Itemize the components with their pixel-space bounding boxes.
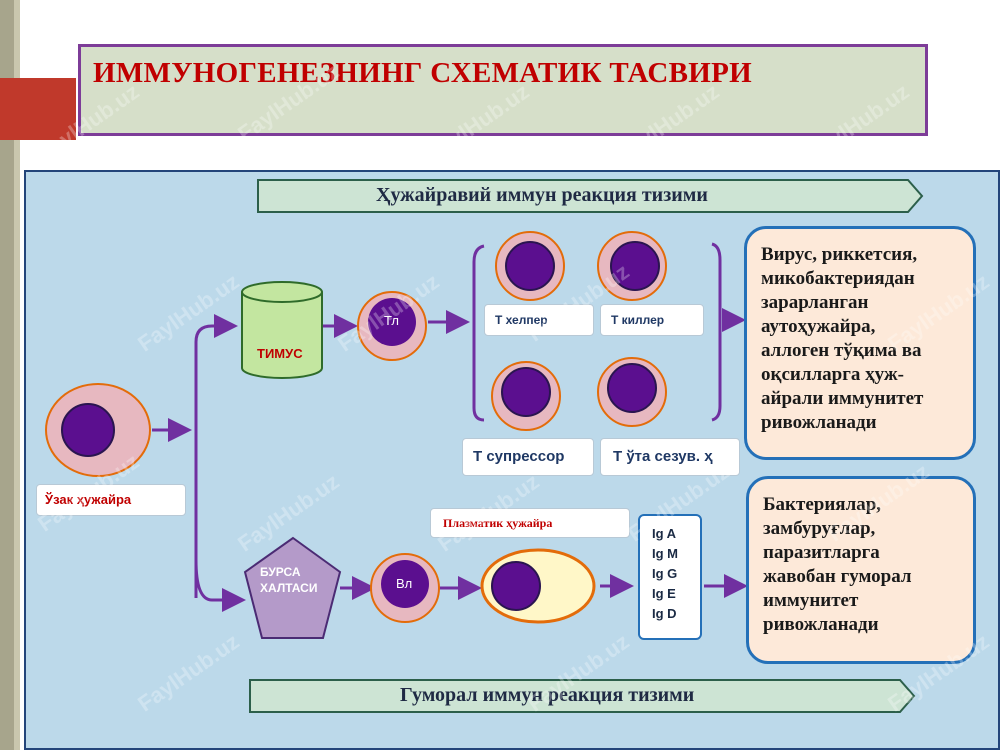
thymus-cylinder xyxy=(241,281,323,379)
info-line: паразитларга xyxy=(763,542,880,563)
title-box: ИММУНОГЕНЕЗНИНГ СХЕМАТИК ТАСВИРИ xyxy=(78,44,928,136)
bursa-label-line2: ХАЛТАСИ xyxy=(260,581,318,595)
ig-item: Ig A xyxy=(652,526,677,541)
t-group-right-bracket xyxy=(711,242,722,422)
bursa-pentagon xyxy=(243,536,342,639)
info-line: иммунитет xyxy=(763,590,859,611)
cellular-immunity-info: Вирус, риккетсия, микобактериядан зарарл… xyxy=(744,226,976,460)
t-helper-label: Т хелпер xyxy=(484,304,594,336)
info-line: оқсилларга ҳуж- xyxy=(761,364,904,385)
humoral-banner-text: Гуморал иммун реакция тизими xyxy=(400,684,695,706)
humoral-immunity-info: Бактериялар, замбуруғлар, паразитларга ж… xyxy=(746,476,976,664)
plasma-cell-label: Плазматик ҳужайра xyxy=(430,508,630,538)
info-line: Бактериялар, xyxy=(763,494,882,515)
t-suppressor-cell xyxy=(491,361,561,431)
t-killer-label: Т киллер xyxy=(600,304,704,336)
info-line: ривожланади xyxy=(761,412,877,433)
info-line: жавобан гуморал xyxy=(763,566,912,587)
t-hypersensitivity-cell xyxy=(597,357,667,427)
immunoglobulin-list: Ig A Ig M Ig G Ig E Ig D xyxy=(638,514,702,640)
plasma-cell-shape xyxy=(480,548,596,624)
stem-cell-label: Ўзак ҳужайра xyxy=(36,484,186,516)
t-helper-cell xyxy=(495,231,565,301)
stem-cell-shape xyxy=(45,383,151,477)
b-lymphocyte-label: Вл xyxy=(396,576,413,591)
thymus-label: ТИМУС xyxy=(257,346,303,361)
cellular-banner-text: Ҳужайравий иммун реакция тизими xyxy=(376,184,708,206)
t-hypersensitivity-label: Т ўта сезув. ҳ xyxy=(600,438,740,476)
t-lymphocyte-shape xyxy=(357,291,427,361)
info-line: ривожланади xyxy=(763,614,879,635)
ig-item: Ig E xyxy=(652,586,676,601)
branch-line-bottom xyxy=(194,559,246,612)
info-line: зарарланган xyxy=(761,292,869,313)
left-decor-strip-inner xyxy=(14,0,20,750)
humoral-banner xyxy=(249,679,916,713)
info-line: замбуруғлар, xyxy=(763,518,876,539)
bursa-label-line1: БУРСА xyxy=(260,565,301,579)
t-group-left-bracket xyxy=(472,244,485,422)
info-line: Вирус, риккетсия, xyxy=(761,244,918,265)
bursa-label: БУРСА ХАЛТАСИ xyxy=(260,564,317,596)
ig-item: Ig G xyxy=(652,566,678,581)
info-line: аутоҳужайра, xyxy=(761,316,876,337)
info-line: микобактериядан xyxy=(761,268,915,289)
ig-item: Ig D xyxy=(652,606,677,621)
ig-item: Ig M xyxy=(652,546,678,561)
t-killer-cell xyxy=(597,231,667,301)
left-decor-strip xyxy=(0,0,14,750)
t-lymphocyte-label: Тл xyxy=(384,313,399,328)
info-line: айрали иммунитет xyxy=(761,388,924,409)
red-accent-tab xyxy=(0,78,76,140)
slide-title: ИММУНОГЕНЕЗНИНГ СХЕМАТИК ТАСВИРИ xyxy=(93,57,752,89)
info-line: аллоген тўқима ва xyxy=(761,340,922,361)
t-suppressor-label: Т супрессор xyxy=(462,438,594,476)
cellular-banner xyxy=(257,179,924,213)
branch-line-top xyxy=(194,314,238,598)
b-lymphocyte-shape xyxy=(370,553,440,623)
